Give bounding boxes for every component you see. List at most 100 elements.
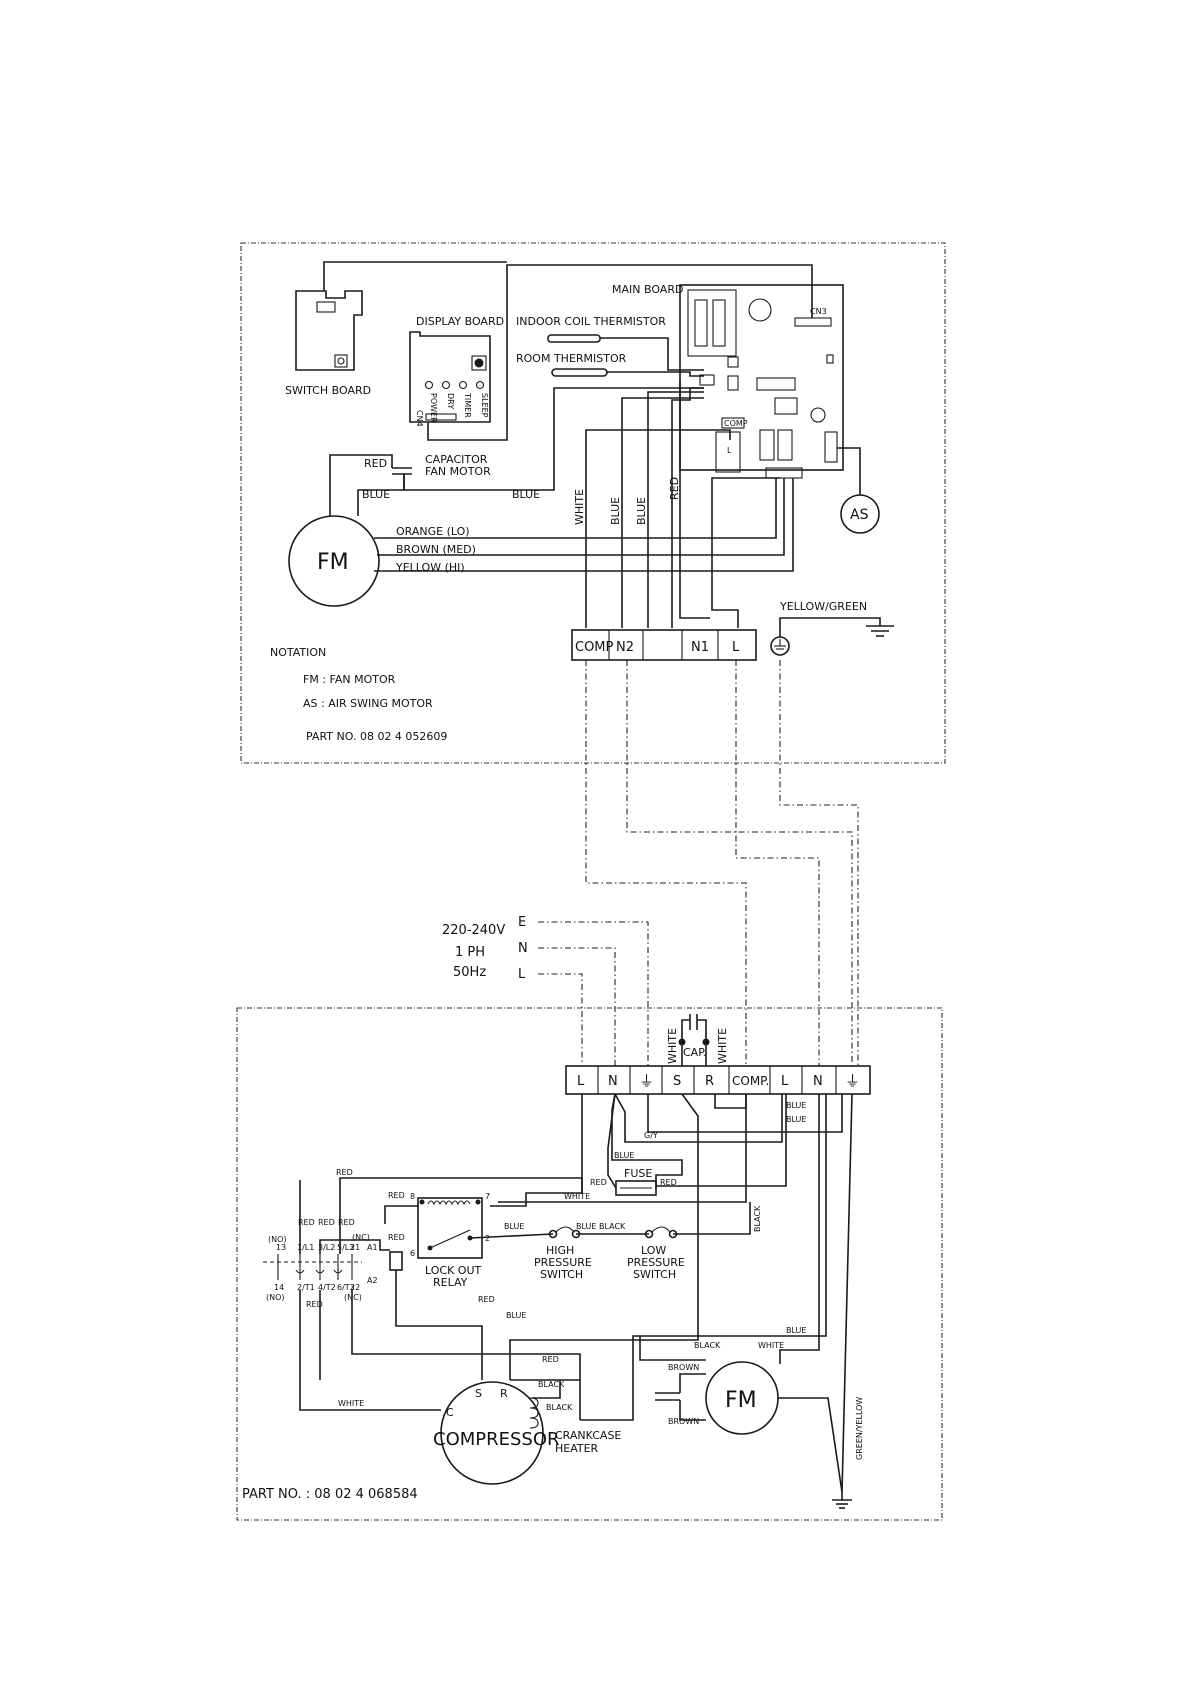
notation-title: NOTATION (270, 646, 326, 659)
indoor-part-number: PART NO. 08 02 4 052609 (306, 730, 447, 743)
crankcase-label-2: HEATER (555, 1442, 599, 1455)
o-wire-red-fuse-r: RED (660, 1178, 677, 1187)
outdoor-terminal-r: R (705, 1074, 714, 1089)
wire-red-v-label: RED (668, 477, 681, 500)
o-wire-white-mid: WHITE (564, 1192, 590, 1201)
o-wire-black2: BLACK (546, 1403, 573, 1412)
compressor-s: S (475, 1387, 482, 1400)
fuse: FUSE (615, 1167, 657, 1196)
contactor-top-13: 13 (276, 1243, 286, 1252)
o-wire-blue-lower: BLUE (506, 1311, 526, 1320)
wire-blue-v1-label: BLUE (609, 497, 622, 525)
compressor-r: R (500, 1387, 508, 1400)
supply-phase: 1 PH (455, 945, 485, 960)
o-wire-red-fuse-l: RED (590, 1178, 607, 1187)
cap-white-a: WHITE (666, 1028, 679, 1064)
contactor-bottom-4t2: 4/T2 (318, 1283, 336, 1292)
display-board: POWER DRY TIMER SLEEP CN4 DISPLAY BOARD (409, 315, 504, 427)
indoor-coil-thermistor: INDOOR COIL THERMISTOR (516, 315, 666, 343)
supply-frequency: 50Hz (453, 965, 486, 980)
crankcase-heater: CRANKCASE HEATER (529, 1397, 621, 1455)
outdoor-part-number: PART NO. : 08 02 4 068584 (242, 1487, 418, 1502)
indoor-terminal-n2: N2 (616, 640, 634, 655)
display-cn4-label: CN4 (415, 410, 424, 427)
relay-pin-6: 6 (410, 1249, 415, 1258)
contactor-nc-bottom: (NC) (344, 1293, 362, 1302)
lock-out-relay-label-1: LOCK OUT (425, 1264, 481, 1277)
main-board-label: MAIN BOARD (612, 283, 683, 296)
air-swing-motor-label: AS (850, 507, 869, 523)
supply-voltage: 220-240V (442, 923, 505, 938)
main-cn3-label: CN3 (810, 307, 827, 316)
interconnect-wires (538, 660, 859, 1066)
display-board-label: DISPLAY BOARD (416, 315, 504, 328)
indoor-terminal-l: L (732, 640, 740, 655)
outdoor-terminal-earth2: ⏚ (845, 1072, 860, 1090)
o-wire-red-c3: RED (338, 1218, 355, 1227)
wire-orange-label: ORANGE (LO) (396, 525, 470, 538)
compressor-label: COMPRESSOR (433, 1429, 560, 1450)
outdoor-wiring (299, 1093, 853, 1493)
wire-blue-left-label: BLUE (362, 488, 390, 501)
high-ps-1: HIGH (546, 1244, 574, 1257)
o-wire-brown1: BROWN (668, 1363, 699, 1372)
outdoor-earth-symbol (832, 1492, 852, 1509)
switch-board-label: SWITCH BOARD (285, 384, 371, 397)
relay-pin-a2: A2 (367, 1276, 378, 1285)
relay-l-label: L (727, 446, 732, 455)
o-wire-red-relay: RED (388, 1233, 405, 1242)
indoor-fan-motor-label: FM (317, 550, 349, 575)
o-wire-black1: BLACK (538, 1380, 565, 1389)
low-ps-1: LOW (641, 1244, 666, 1257)
wire-yellow-label: YELLOW (HI) (395, 561, 465, 574)
indoor-terminal-block: COMP N2 N1 L (571, 629, 790, 661)
contactor-top-3l2: 3/L2 (318, 1243, 335, 1252)
o-wire-black-fm: BLACK (694, 1341, 721, 1350)
outdoor-capacitor: CAP. WHITE WHITE (666, 1014, 729, 1066)
outdoor-terminal-earth1: ⏚ (639, 1072, 654, 1090)
contactor-no-bottom: (NO) (266, 1293, 285, 1302)
outdoor-terminal-l1: L (577, 1074, 585, 1089)
contactor-bottom-6t3: 6/T3 (337, 1283, 355, 1292)
o-wire-red-bottom: RED (306, 1300, 323, 1309)
o-wire-green-yellow: GREEN/YELLOW (855, 1397, 864, 1460)
supply-l: L (518, 967, 526, 982)
o-wire-red-c2: RED (318, 1218, 335, 1227)
indoor-terminal-n1: N1 (691, 640, 709, 655)
low-pressure-switch: LOW PRESSURE SWITCH (627, 1226, 685, 1281)
display-timer-label: TIMER (463, 392, 472, 418)
high-ps-3: SWITCH (540, 1268, 583, 1281)
outdoor-unit-frame (236, 1007, 943, 1521)
o-wire-red8: RED (388, 1191, 405, 1200)
comp-relay-label: COMP (724, 419, 748, 428)
capacitor-fan-motor-label: FAN MOTOR (425, 465, 491, 478)
supply-e: E (518, 915, 526, 930)
compressor-c: C (446, 1406, 454, 1419)
outdoor-fan-motor: FM (655, 1361, 779, 1435)
high-ps-2: PRESSURE (534, 1256, 592, 1269)
contactor-no-top: (NO) (268, 1235, 287, 1244)
low-ps-2: PRESSURE (627, 1256, 685, 1269)
display-dry-label: DRY (446, 393, 455, 409)
wire-white-label: WHITE (573, 489, 586, 525)
o-wire-brown2: BROWN (668, 1417, 699, 1426)
indoor-coil-thermistor-label: INDOOR COIL THERMISTOR (516, 315, 666, 328)
compressor: COMPRESSOR C S R (433, 1381, 560, 1485)
notation-as: AS : AIR SWING MOTOR (303, 697, 433, 710)
contactor-bottom-14: 14 (274, 1283, 284, 1292)
outdoor-terminal-s: S (673, 1074, 681, 1089)
relay-pin-7: 7 (485, 1192, 490, 1201)
o-wire-red-c1: RED (298, 1218, 315, 1227)
o-wire-white-fm: WHITE (758, 1341, 784, 1350)
capacitor-fan-motor: CAPACITOR FAN MOTOR (392, 453, 491, 478)
contactor-top-21: 21 (350, 1243, 360, 1252)
o-wire-gy: G/Y (644, 1131, 658, 1140)
switch-board: SWITCH BOARD (285, 290, 371, 397)
o-wire-blue3: BLUE (614, 1151, 634, 1160)
wire-red-label: RED (364, 457, 387, 470)
outdoor-terminal-comp: COMP. (732, 1074, 769, 1088)
indoor-unit-frame (240, 242, 946, 764)
o-wire-blue-right: BLUE (786, 1326, 806, 1335)
low-ps-3: SWITCH (633, 1268, 676, 1281)
outdoor-terminal-n2: N (813, 1074, 823, 1089)
